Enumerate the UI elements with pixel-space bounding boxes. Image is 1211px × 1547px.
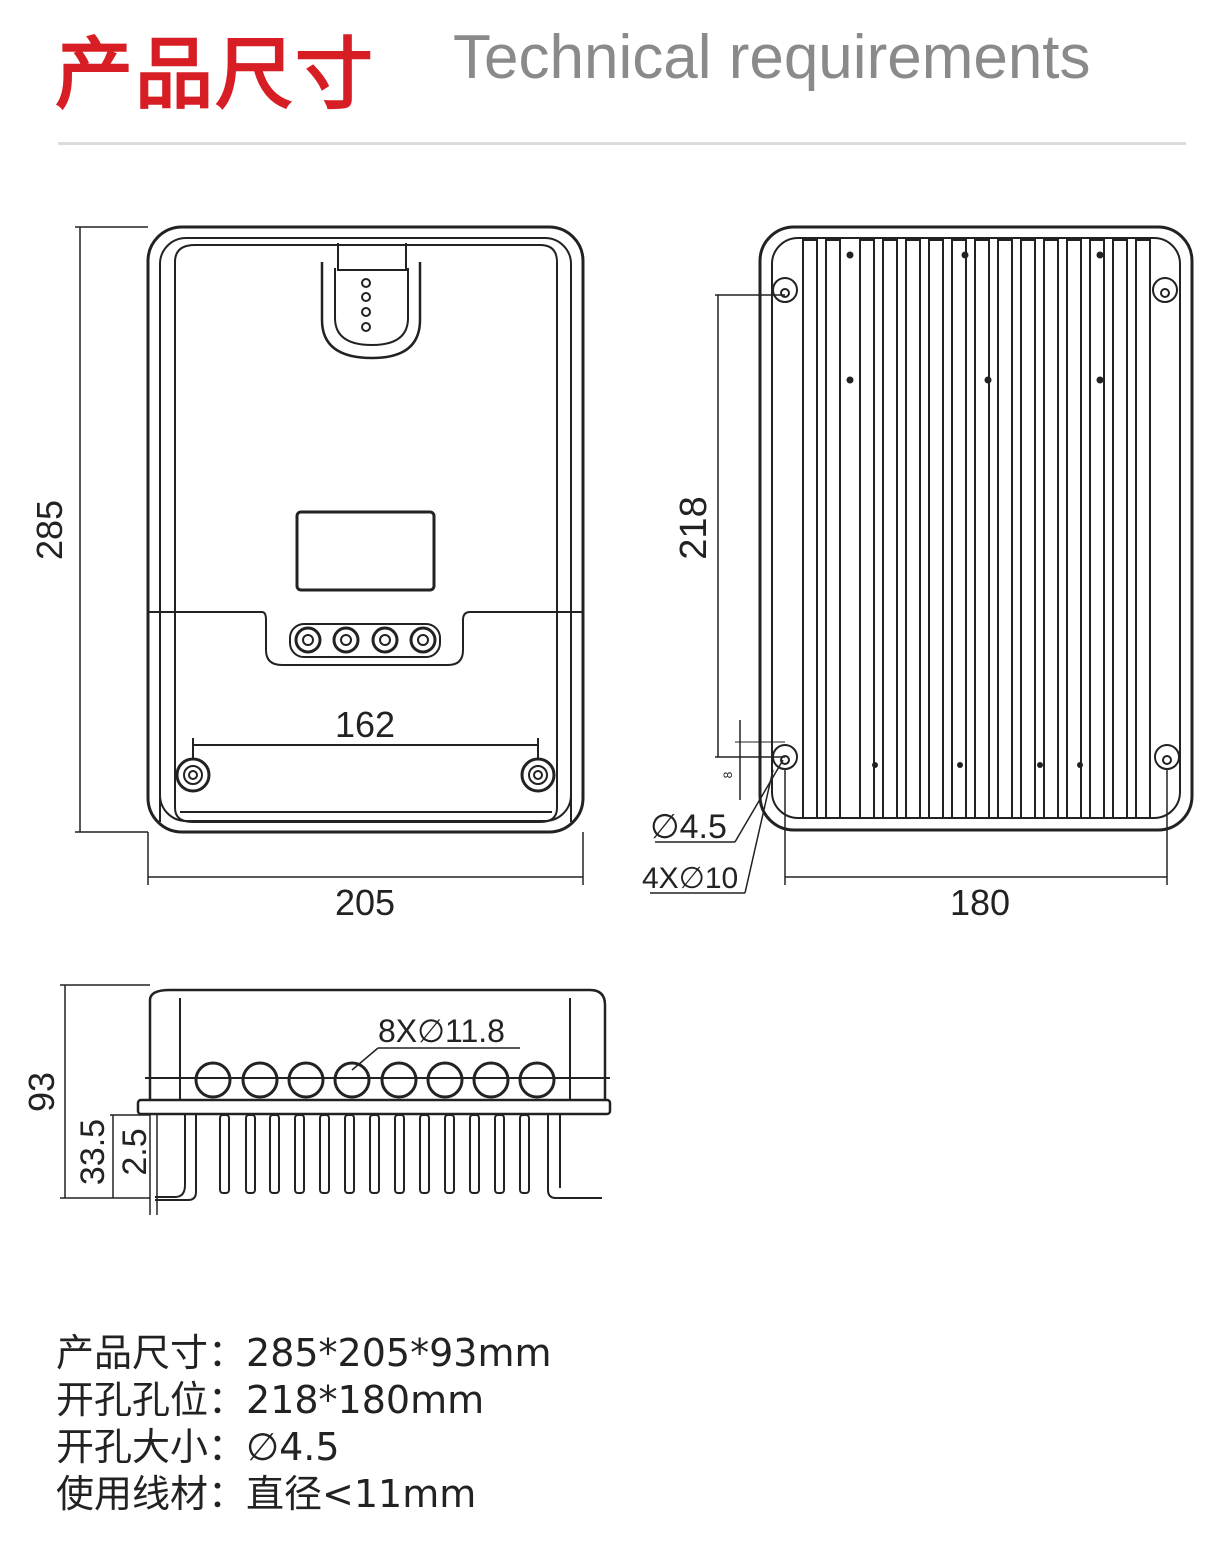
spec-row-hole-position: 开孔孔位：218*180mm — [56, 1378, 485, 1422]
cable-glands — [194, 1061, 556, 1099]
dim-large-hole-label: 4X∅10 — [642, 862, 738, 895]
side-view — [60, 984, 612, 1215]
dim-height-label: 285 — [29, 500, 70, 560]
lcd-display — [295, 510, 436, 592]
dim-flange-label: 2.5 — [116, 1128, 154, 1175]
dim-fin-depth-label: 33.5 — [74, 1119, 112, 1185]
control-buttons — [289, 623, 441, 658]
spec-label: 开孔孔位 — [56, 1378, 209, 1422]
dim-offset-label: 8 — [721, 771, 735, 778]
spec-label: 产品尺寸 — [56, 1331, 209, 1375]
spec-row-size: 产品尺寸：285*205*93mm — [56, 1331, 552, 1375]
dim-depth-label: 93 — [21, 1072, 62, 1112]
dim-small-hole-label: ∅4.5 — [650, 808, 727, 846]
front-view — [75, 225, 585, 885]
spec-value: ∅4.5 — [246, 1425, 340, 1469]
header-divider — [58, 142, 1186, 145]
back-view — [650, 225, 1194, 894]
spec-value: 285*205*93mm — [246, 1331, 552, 1375]
spec-row-wire: 使用线材：直径<11mm — [56, 1472, 477, 1516]
spec-label: 开孔大小 — [56, 1425, 209, 1469]
page-subtitle: Technical requirements — [453, 23, 1091, 92]
spec-value: 直径<11mm — [246, 1472, 477, 1516]
spec-value: 218*180mm — [246, 1378, 485, 1422]
dim-mount-vertical-label: 218 — [673, 496, 715, 559]
heatsink-fins — [802, 239, 1151, 819]
mounting-screws-front — [175, 757, 556, 793]
heatsink-fins-side — [155, 1114, 602, 1201]
dim-width-label: 205 — [335, 882, 395, 923]
dim-hole-spacing-label: 162 — [335, 704, 395, 745]
spec-row-hole-size: 开孔大小：∅4.5 — [56, 1425, 340, 1469]
dim-glands-label: 8X∅11.8 — [378, 1013, 505, 1049]
spec-label: 使用线材 — [56, 1472, 209, 1516]
technical-drawing: 285 205 162 218 180 ∅4.5 4X∅10 8 93 33.5… — [21, 225, 1194, 1215]
dim-mount-horizontal-label: 180 — [950, 882, 1010, 923]
indicator-leds — [361, 278, 371, 332]
spec-list: 产品尺寸：285*205*93mm 开孔孔位：218*180mm 开孔大小：∅4… — [56, 1330, 551, 1518]
page-title: 产品尺寸 — [55, 30, 376, 120]
